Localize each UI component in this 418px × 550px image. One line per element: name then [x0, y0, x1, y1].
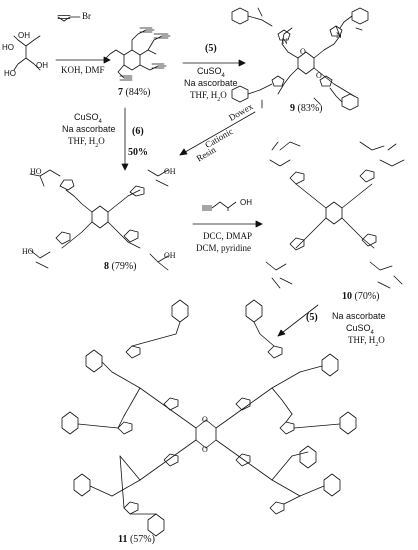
step-to-11-na-ascorbate: Na ascorbate — [332, 311, 386, 321]
compound-8-structure — [29, 169, 169, 271]
compound-8-yield: (79%) — [111, 261, 137, 272]
start-ho-bottom: HO — [4, 69, 16, 78]
step-to-8-cuso4: CuSO4 — [74, 112, 102, 125]
compound-7-yield: (84%) — [125, 87, 151, 98]
pentaerythritol-structure — [13, 35, 41, 71]
compound-7-structure — [103, 27, 171, 81]
step1-conditions: KOH, DMF — [61, 65, 105, 75]
step-to-9-reagent-ref: (5) — [205, 43, 217, 54]
atom-o-9b: O — [316, 71, 322, 80]
atom-n-9b: N — [336, 31, 342, 40]
step-to-9-cuso4: CuSO4 — [197, 66, 225, 79]
reagent-br-label: Br — [82, 11, 91, 21]
atom-oh-8b: OH — [164, 167, 176, 176]
compound-9-label: 9 (83%) — [290, 104, 323, 114]
compound-9-structure — [231, 7, 369, 111]
compound-9-yield: (83%) — [297, 103, 323, 114]
atom-o-11b: O — [202, 445, 208, 454]
start-oh-right: OH — [36, 61, 48, 70]
step-to-8-yield: 50% — [128, 147, 148, 158]
pentynoic-acid-structure — [202, 201, 237, 211]
step-to-10-line2: DCM, pyridine — [196, 243, 251, 253]
step-to-10-reagent-oh: OH — [240, 198, 252, 207]
step-to-11-reagent-ref: (5) — [306, 312, 318, 323]
step-to-11-cuso4: CuSO4 — [346, 323, 374, 336]
compound-10-id: 10 — [342, 291, 352, 302]
atom-ho-8a: HO — [30, 167, 42, 176]
arrow-10-to-11 — [277, 304, 319, 337]
step-to-11-solvent: THF, H2O — [348, 335, 385, 348]
compound-8-label: 8 (79%) — [104, 262, 137, 272]
compound-9-id: 9 — [290, 103, 295, 114]
arrow-9-to-8 — [179, 111, 256, 156]
arrow-7-to-8 — [121, 107, 129, 171]
arrow-7-to-9 — [182, 59, 246, 67]
step-to-9-solvent: THF, H2O — [190, 90, 227, 103]
start-oh-top: OH — [18, 31, 30, 40]
step-to-10-line1: DCC, DMAP — [203, 231, 253, 241]
compound-7-id: 7 — [118, 87, 123, 98]
step-to-8-na-ascorbate: Na ascorbate — [62, 124, 116, 134]
atom-n-9a: N — [282, 37, 288, 46]
step-to-8-solvent: THF, H2O — [68, 136, 105, 149]
atom-o-9a: O — [300, 47, 306, 56]
compound-10-structure — [265, 141, 405, 289]
arrow-start-to-7 — [55, 56, 111, 64]
compound-11-structure — [61, 299, 357, 537]
compound-8-id: 8 — [104, 261, 109, 272]
propargyl-bromide-structure — [57, 15, 81, 22]
step-to-8-reagent-ref: (6) — [132, 126, 144, 137]
compound-10-label: 10 (70%) — [342, 292, 380, 302]
atom-o-11a: O — [202, 415, 208, 424]
compound-11-yield: (57%) — [129, 534, 155, 545]
compound-7-label: 7 (84%) — [118, 88, 151, 98]
start-ho-left: HO — [2, 43, 14, 52]
atom-ho-8c: HO — [22, 247, 34, 256]
compound-11-id: 11 — [118, 534, 128, 545]
compound-10-yield: (70%) — [354, 291, 380, 302]
step-to-9-na-ascorbate: Na ascorbate — [184, 78, 238, 88]
atom-oh-8d: OH — [164, 251, 176, 260]
arrow-8-to-10 — [192, 220, 263, 228]
compound-11-label: 11 (57%) — [118, 535, 155, 545]
